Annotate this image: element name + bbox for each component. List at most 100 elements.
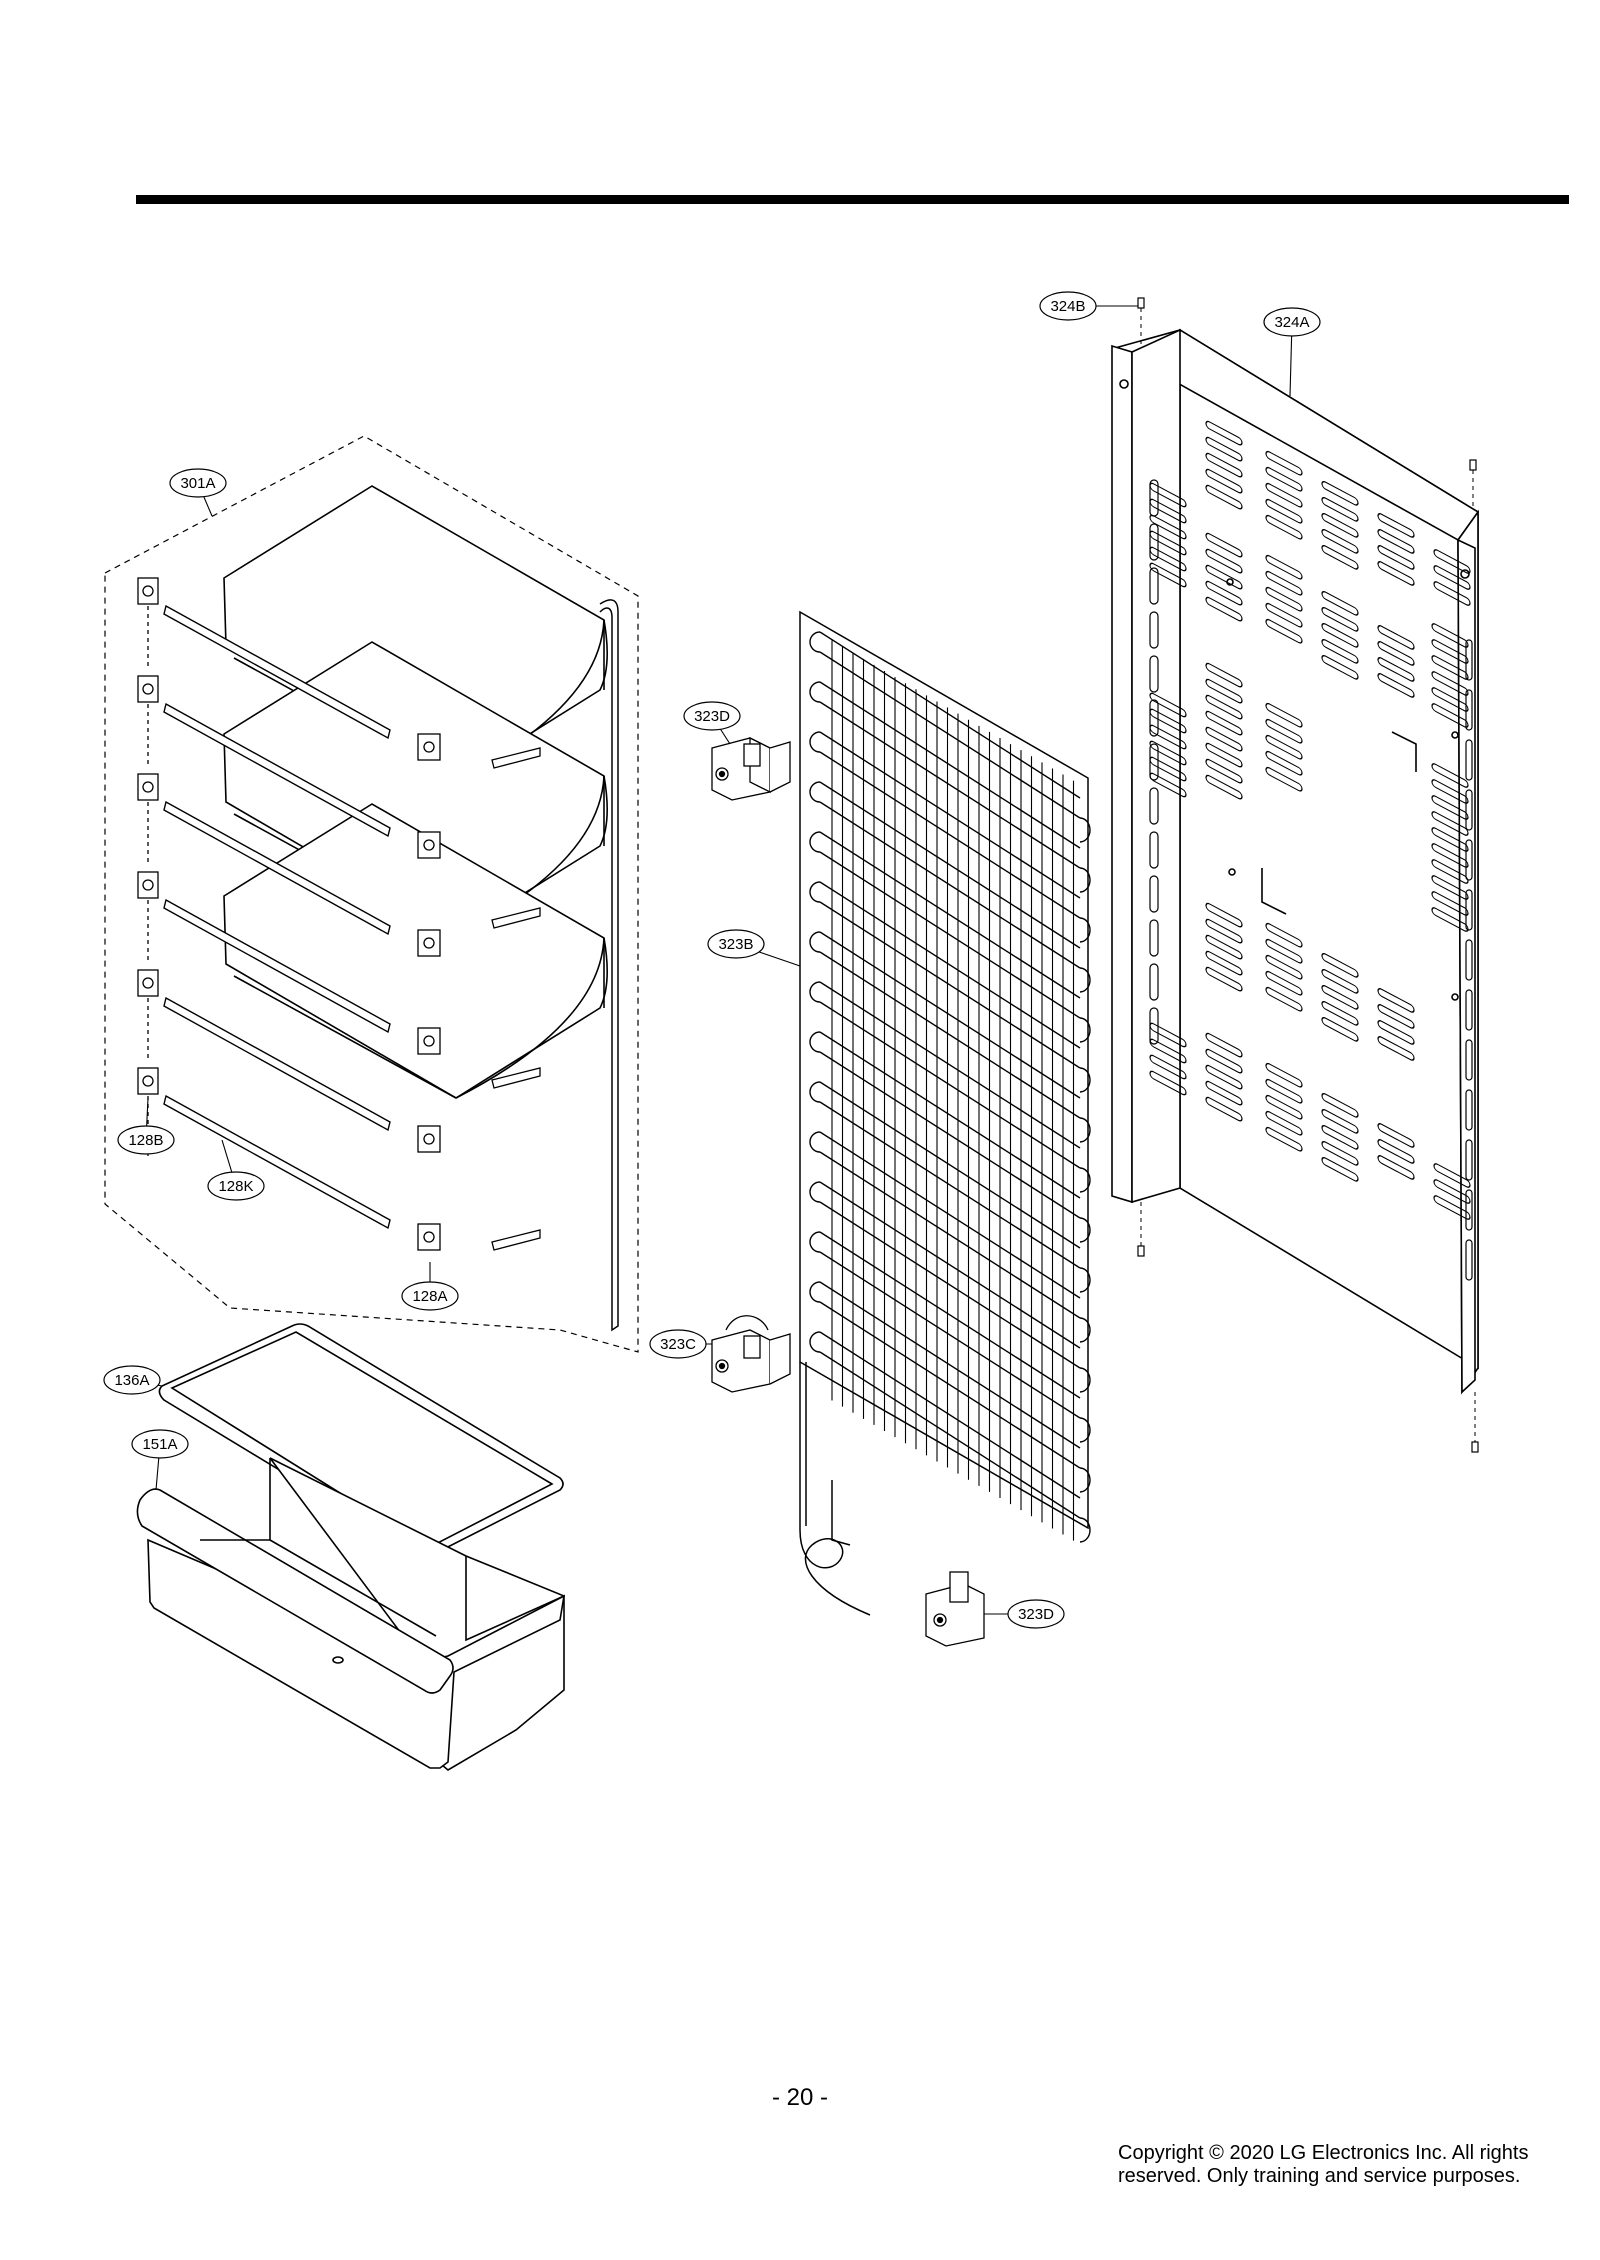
callout-label: 324B xyxy=(1050,298,1085,315)
flange-slot xyxy=(1149,655,1159,693)
clip-hole xyxy=(423,839,435,851)
clip-hole xyxy=(423,1133,435,1145)
callout-label: 323C xyxy=(660,1336,696,1353)
louver-slot xyxy=(1321,968,1359,994)
louver-slot xyxy=(1205,452,1243,478)
shelf xyxy=(223,803,608,1099)
louver-slot xyxy=(1205,950,1243,976)
louver-slot xyxy=(1265,466,1303,492)
flange-slot xyxy=(1465,639,1473,681)
louver-slot xyxy=(1205,1080,1243,1106)
coil-bend xyxy=(1079,817,1091,843)
shelf-rod xyxy=(163,702,391,838)
coil-bend xyxy=(809,981,821,1003)
louver-slot xyxy=(1265,1126,1303,1152)
coil-bend xyxy=(809,731,821,753)
louver-slot xyxy=(1321,1140,1359,1166)
callout-oval xyxy=(207,1171,265,1201)
coil-bend xyxy=(1079,1467,1091,1493)
copyright-line-2: reserved. Only training and service purp… xyxy=(1118,2165,1521,2187)
flange-slot xyxy=(1149,963,1159,1001)
flange-slot xyxy=(1465,689,1473,731)
louver-slot xyxy=(1265,954,1303,980)
flange-slot xyxy=(1149,1007,1159,1045)
louver-slot xyxy=(1433,581,1471,606)
callout-324A: 324A xyxy=(1263,307,1321,397)
callout-label: 324A xyxy=(1274,314,1309,331)
callout-label: 323B xyxy=(718,936,753,953)
coil-bend xyxy=(1079,967,1091,993)
clip-hole xyxy=(423,1035,435,1047)
flange-slot xyxy=(1465,889,1473,931)
louver-slot xyxy=(1265,1062,1303,1088)
callout-151A: 151A xyxy=(131,1429,189,1491)
louver-slot xyxy=(1205,580,1243,606)
louver-slot xyxy=(1205,1064,1243,1090)
shelf-lip xyxy=(233,975,457,1099)
callout-oval xyxy=(169,468,227,498)
shelf-rod xyxy=(163,996,391,1132)
coil-bend xyxy=(809,681,821,703)
flange-slot xyxy=(1465,1239,1473,1281)
callout-oval xyxy=(707,929,765,959)
louver-slot xyxy=(1431,623,1469,648)
louver-slot xyxy=(1431,795,1469,820)
flange-slot xyxy=(1465,839,1473,881)
flange-slot xyxy=(1465,939,1473,981)
louver-slot xyxy=(1149,514,1187,540)
louver-slot xyxy=(1377,673,1415,698)
louver-slot xyxy=(1205,758,1243,784)
rod-body xyxy=(163,800,391,936)
clip-hole xyxy=(423,741,435,753)
back-panel-louvers xyxy=(1149,420,1473,1281)
louver-slot xyxy=(1377,545,1415,570)
callout-label: 128B xyxy=(128,1132,163,1149)
clip-hole xyxy=(142,781,154,793)
callout-323D-bottom: 323D xyxy=(984,1599,1065,1629)
louver-slot xyxy=(1205,774,1243,800)
coil-bend xyxy=(809,1081,821,1103)
rod-body xyxy=(163,604,391,740)
louver-slot xyxy=(1265,750,1303,776)
louver-slot xyxy=(1265,986,1303,1012)
louver-slot xyxy=(1321,528,1359,554)
clip-128B xyxy=(137,871,159,960)
louver-slot xyxy=(1321,654,1359,680)
louver-slot xyxy=(1377,513,1415,538)
louver-slot xyxy=(1377,641,1415,666)
callout-128K: 128K xyxy=(207,1139,265,1201)
louver-slot xyxy=(1205,662,1243,688)
clip-hole xyxy=(142,1075,154,1087)
louver-slot xyxy=(1321,1016,1359,1042)
louver-slot xyxy=(1205,678,1243,704)
louver-slot xyxy=(1149,562,1187,588)
louver-slot xyxy=(1377,1036,1415,1061)
drawer xyxy=(136,1457,566,1771)
louver-slot xyxy=(1265,570,1303,596)
shelf-tab xyxy=(491,1067,541,1089)
callout-oval xyxy=(683,701,741,731)
louver-slot xyxy=(1431,907,1469,932)
louver-slot xyxy=(1265,718,1303,744)
condenser-clip-323D-top xyxy=(711,736,791,801)
shelf-rod xyxy=(163,1094,391,1230)
flange-slot xyxy=(1465,1189,1473,1231)
louver-slot xyxy=(1431,671,1469,696)
shelf-curve xyxy=(455,937,605,1099)
louver-slot xyxy=(1321,496,1359,522)
coil-bend xyxy=(809,881,821,903)
callout-oval xyxy=(1007,1599,1065,1629)
louver-slot xyxy=(1149,1070,1187,1096)
louver-slot xyxy=(1433,549,1471,574)
flange-slot xyxy=(1149,699,1159,737)
coil-bend xyxy=(1079,1067,1091,1093)
shelves-group xyxy=(137,485,608,1251)
louver-slot xyxy=(1265,586,1303,612)
shelf xyxy=(223,641,608,937)
louver-slot xyxy=(1149,740,1187,766)
louver-slot xyxy=(1433,1179,1471,1204)
louver-slot xyxy=(1265,766,1303,792)
clip-128B xyxy=(137,773,159,862)
callout-oval xyxy=(1039,291,1097,321)
